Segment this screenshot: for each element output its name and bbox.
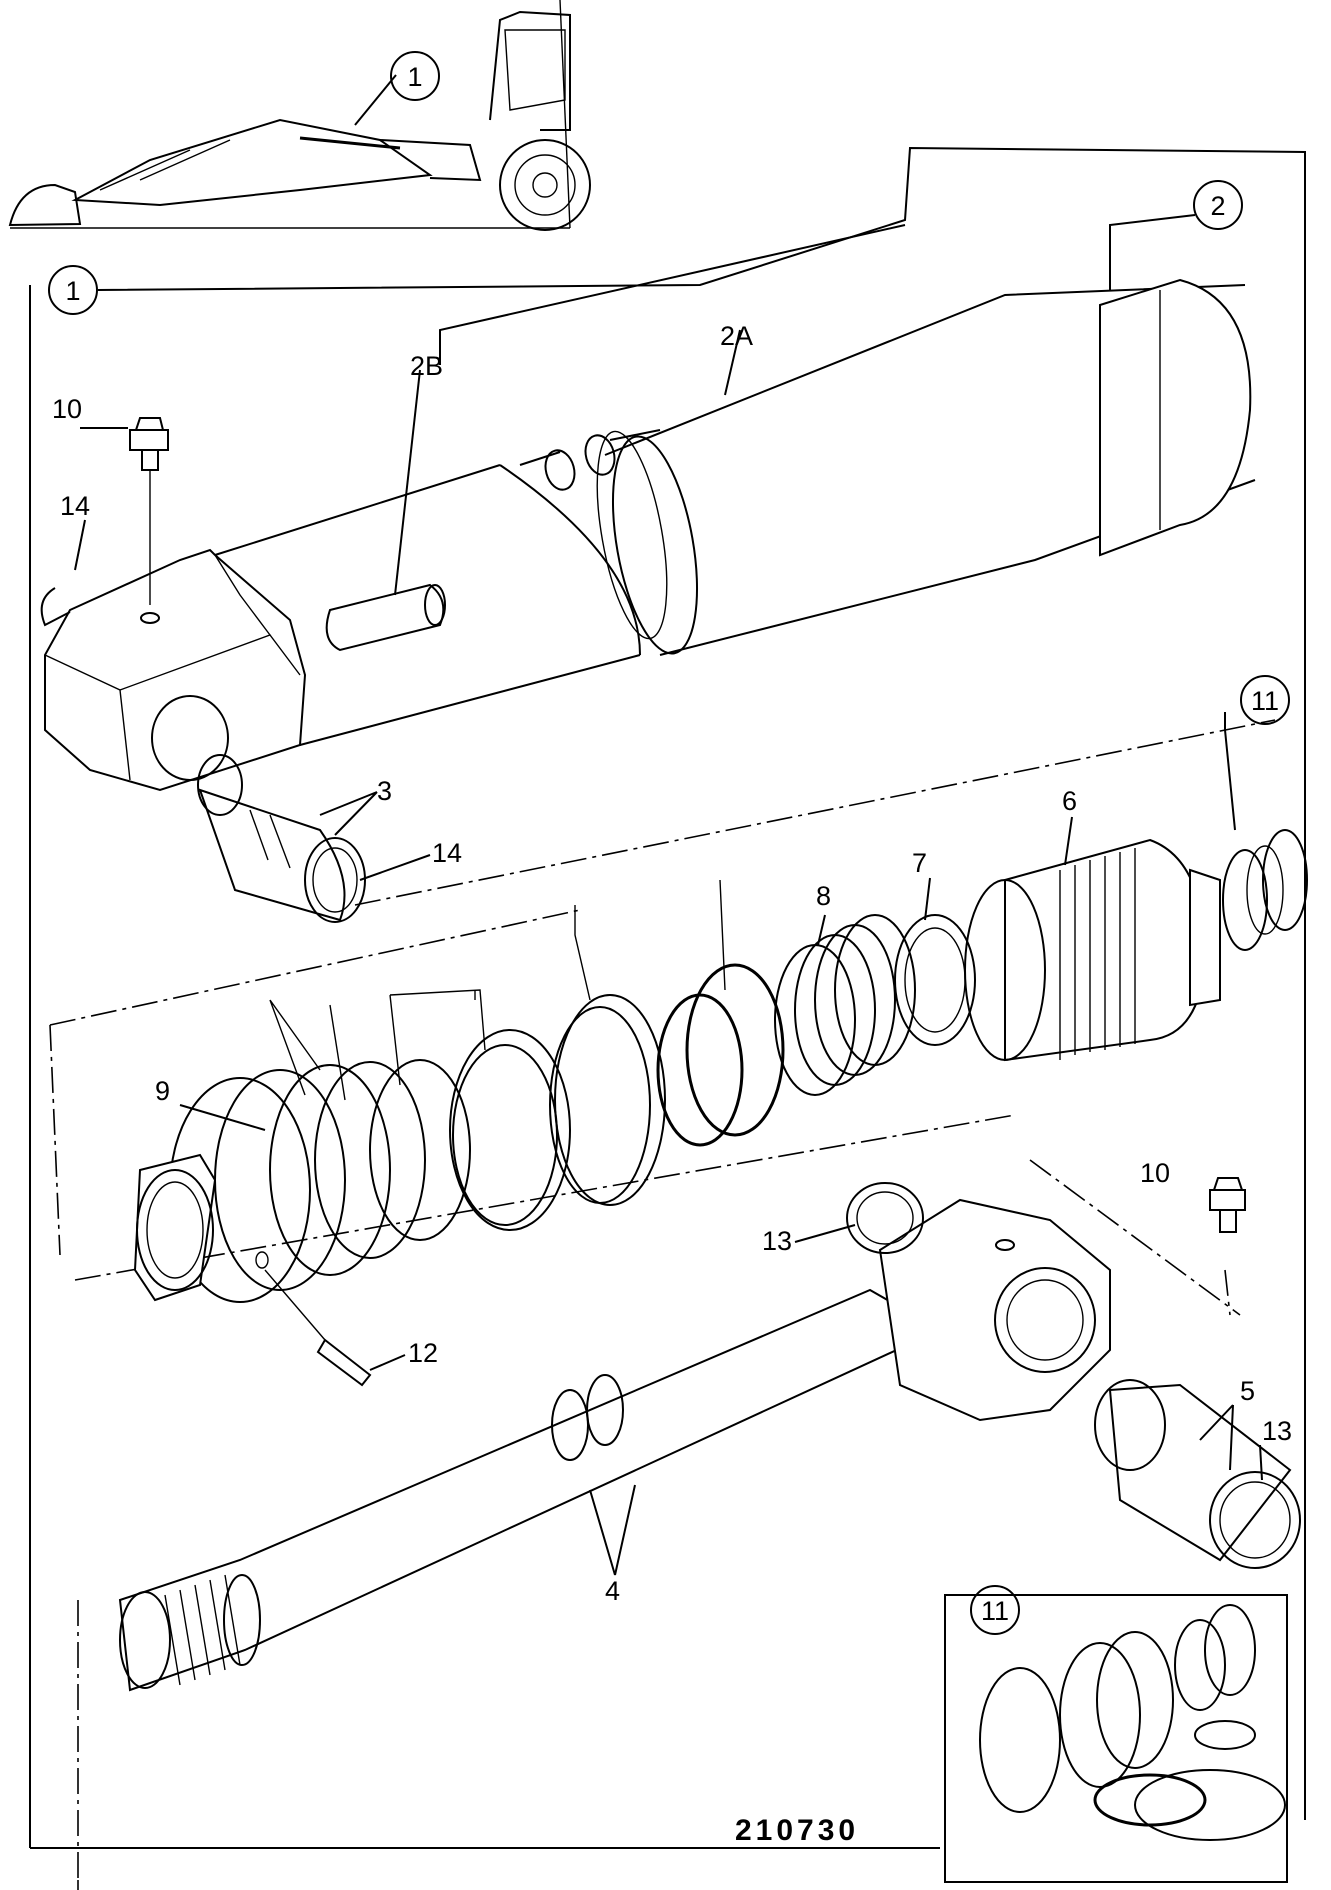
- gland-item-9: [133, 1059, 471, 1303]
- seal-ring: [449, 1029, 571, 1231]
- callout-1-frame: 1: [48, 265, 98, 315]
- spring-item-8: [774, 914, 916, 1096]
- pivot-bushing-bottom: [1094, 1379, 1301, 1569]
- reference-number: 210730: [735, 1814, 859, 1847]
- label-10-bottom: 10: [1140, 1158, 1170, 1188]
- callout-2: 2: [1193, 180, 1243, 230]
- label-8: 8: [816, 881, 831, 911]
- split-rings: [656, 963, 785, 1147]
- callout-11-inset: 11: [970, 1585, 1020, 1635]
- svg-text:11: 11: [1251, 686, 1279, 716]
- label-14-top: 14: [60, 491, 90, 521]
- grease-nipple-icon: [129, 417, 169, 605]
- svg-text:1: 1: [65, 276, 80, 306]
- label-2A: 2A: [720, 321, 753, 351]
- gland-leaders: [269, 879, 726, 1101]
- label-9: 9: [155, 1076, 170, 1106]
- callout-1-top: 1: [390, 51, 440, 101]
- callout-11-right: 11: [1240, 675, 1290, 725]
- backhoe-loader-icon: [8, 0, 591, 231]
- piston-item-6: [964, 838, 1221, 1062]
- label-12: 12: [408, 1338, 438, 1368]
- label-leaders: [74, 74, 1263, 1576]
- svg-text:1: 1: [407, 62, 422, 92]
- wear-ring: [549, 994, 666, 1206]
- label-13-left: 13: [762, 1226, 792, 1256]
- assembly-frame: [29, 146, 1306, 1849]
- seal-set-11: [1222, 829, 1308, 951]
- svg-text:11: 11: [981, 1596, 1009, 1626]
- label-10-top: 10: [52, 394, 82, 424]
- label-5: 5: [1240, 1376, 1255, 1406]
- label-7: 7: [912, 848, 927, 878]
- label-6: 6: [1062, 786, 1077, 816]
- svg-text:2: 2: [1210, 191, 1225, 221]
- label-4: 4: [605, 1576, 620, 1606]
- cylinder-barrel: [40, 278, 1256, 792]
- piston-rod: [118, 1182, 1111, 1692]
- pin-item-12: [264, 1269, 372, 1387]
- pivot-bushing-top: [197, 754, 366, 923]
- ring-item-7: [894, 914, 976, 1046]
- label-13-right: 13: [1262, 1416, 1292, 1446]
- label-2B: 2B: [410, 351, 443, 381]
- grease-nipple-icon: [1209, 1177, 1246, 1233]
- label-3: 3: [377, 776, 392, 806]
- label-14-bushing: 14: [432, 838, 462, 868]
- seal-kit-inset: [944, 1594, 1288, 1883]
